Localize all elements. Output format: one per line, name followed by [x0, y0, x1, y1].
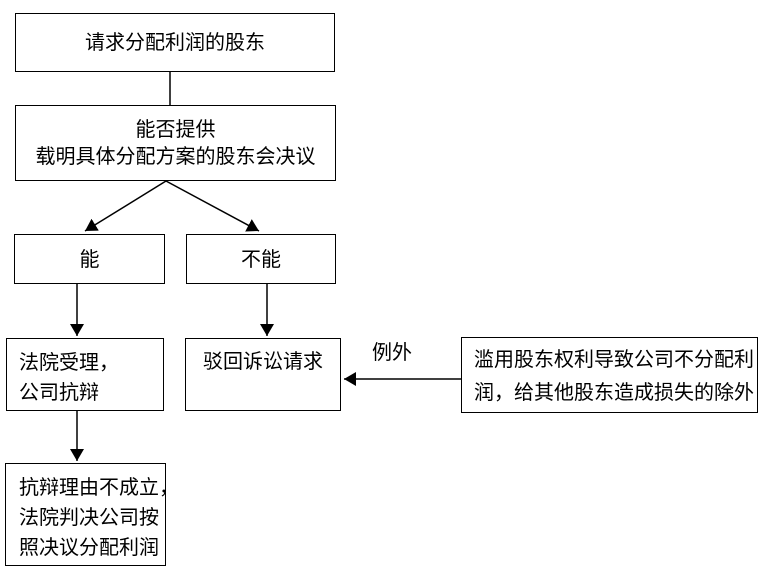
node-text-line: 能 [79, 246, 100, 271]
edge-question-to-no [165, 180, 260, 232]
node-exception-abuse: 滥用股东权利导致公司不分配利 润，给其他股东造成损失的除外 [461, 337, 758, 413]
edge-label-exception: 例外 [372, 340, 412, 364]
node-yes: 能 [14, 234, 165, 284]
node-text-line: 不能 [241, 246, 281, 271]
node-text-line: 滥用股东权利导致公司不分配利 [474, 347, 754, 371]
node-no: 不能 [186, 234, 336, 284]
node-text-line: 照决议分配利润 [19, 535, 159, 559]
node-question-resolution: 能否提供 载明具体分配方案的股东会决议 [15, 105, 336, 181]
node-text-line: 驳回诉讼请求 [203, 349, 323, 373]
node-text-line: 请求分配利润的股东 [85, 30, 265, 54]
node-text-line: 公司抗辩 [19, 380, 99, 404]
node-text-line: 法院判决公司按 [19, 505, 159, 529]
node-text-line: 法院受理， [19, 350, 119, 374]
node-text-line: 能否提供 [135, 117, 216, 141]
node-text-line: 抗辩理由不成立， [19, 475, 179, 499]
node-dismiss-claim: 驳回诉讼请求 [185, 338, 341, 411]
node-request-shareholder: 请求分配利润的股东 [15, 13, 335, 72]
node-court-accepts: 法院受理， 公司抗辩 [6, 338, 164, 411]
node-text-line: 载明具体分配方案的股东会决议 [35, 144, 316, 168]
node-text-line: 润，给其他股东造成损失的除外 [474, 380, 754, 404]
edge-question-to-yes [84, 180, 167, 232]
node-judgment-distribute: 抗辩理由不成立， 法院判决公司按 照决议分配利润 [5, 463, 179, 566]
